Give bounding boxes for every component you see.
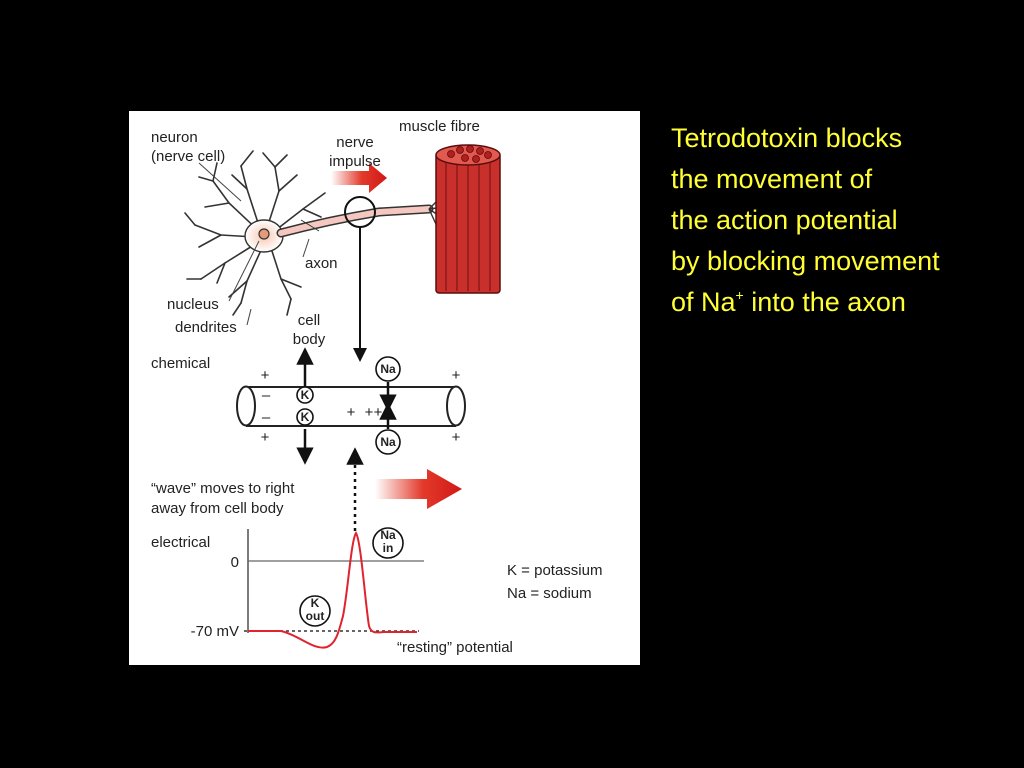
caption-line-1: Tetrodotoxin blocks bbox=[671, 123, 903, 153]
na-in-badge bbox=[372, 527, 404, 559]
svg-text:+: + bbox=[261, 367, 270, 384]
axon-shape bbox=[276, 204, 434, 238]
svg-text:–: – bbox=[262, 409, 271, 426]
nerve-cell-label: (nerve cell) bbox=[151, 148, 225, 165]
axon-membrane-cylinder bbox=[236, 385, 466, 427]
na-ion-badge-bottom bbox=[375, 429, 401, 455]
wave-label-line2: away from cell body bbox=[151, 500, 284, 517]
axon-label: axon bbox=[305, 255, 338, 272]
nucleus-label: nucleus bbox=[167, 296, 219, 313]
cell-label: cell bbox=[298, 312, 321, 329]
na-ion-label-bottom: Na bbox=[380, 435, 396, 449]
minus-70-mv-label: -70 mV bbox=[191, 623, 239, 640]
k-ion-badge-top bbox=[296, 386, 314, 404]
resting-potential-label: “resting” potential bbox=[397, 639, 513, 656]
k-out-label-line1: K bbox=[311, 596, 320, 610]
action-potential-curve bbox=[248, 531, 417, 649]
action-potential-graph bbox=[244, 529, 424, 649]
legend-potassium: K = potassium bbox=[507, 562, 602, 579]
membrane-charges: + + + + – – + + + bbox=[261, 367, 461, 446]
caption-superscript-plus: + bbox=[735, 287, 744, 303]
neuron-label: neuron bbox=[151, 129, 198, 146]
svg-text:+: + bbox=[261, 429, 270, 446]
caption-line-5-prefix: of Na bbox=[671, 287, 736, 317]
caption-line-4: by blocking movement bbox=[671, 246, 940, 276]
muscle-fibre-shape bbox=[428, 144, 501, 294]
legend-sodium: Na = sodium bbox=[507, 585, 592, 602]
caption-line-5-suffix: into the axon bbox=[743, 287, 906, 317]
svg-text:+: + bbox=[347, 404, 356, 421]
svg-text:+: + bbox=[452, 367, 461, 384]
nerve-label: nerve bbox=[336, 134, 374, 151]
na-ion-badge-top bbox=[375, 356, 401, 382]
k-ion-label-top: K bbox=[301, 388, 310, 402]
wave-label-line1: “wave” moves to right bbox=[151, 480, 295, 497]
chemical-label: chemical bbox=[151, 355, 210, 372]
caption-line-2: the movement of bbox=[671, 164, 873, 194]
diagram-canvas: K K Na Na + + + + – – + + + bbox=[151, 118, 602, 656]
k-out-label-line2: out bbox=[306, 609, 325, 623]
label-leader-lines bbox=[198, 162, 310, 326]
nucleus-shape bbox=[258, 228, 270, 240]
neuron-action-potential-diagram: K K Na Na + + + + – – + + + bbox=[129, 111, 640, 665]
svg-text:–: – bbox=[262, 387, 271, 404]
svg-text:+: + bbox=[365, 404, 374, 421]
dendrites-shape bbox=[184, 150, 326, 316]
caption-text: Tetrodotoxin blocks the movement of the … bbox=[671, 118, 1016, 323]
svg-text:+: + bbox=[374, 404, 383, 421]
k-ion-badge-bottom bbox=[296, 408, 314, 426]
k-out-badge bbox=[299, 595, 331, 627]
na-in-label-line2: in bbox=[383, 541, 394, 555]
na-in-label-line1: Na bbox=[380, 528, 396, 542]
na-ion-label-top: Na bbox=[380, 362, 396, 376]
impulse-label: impulse bbox=[329, 153, 381, 170]
impulse-arrow bbox=[331, 163, 387, 193]
muscle-fibre-label: muscle fibre bbox=[399, 118, 480, 135]
caption-line-5: of Na+ into the axon bbox=[671, 282, 1016, 323]
k-ion-label-bottom: K bbox=[301, 410, 310, 424]
zero-mv-label: 0 bbox=[231, 554, 239, 571]
body-label: body bbox=[293, 331, 326, 348]
electrical-label: electrical bbox=[151, 534, 210, 551]
caption-line-3: the action potential bbox=[671, 205, 898, 235]
wave-direction-arrow bbox=[375, 469, 462, 509]
dendrites-label: dendrites bbox=[175, 319, 237, 336]
svg-text:+: + bbox=[452, 429, 461, 446]
